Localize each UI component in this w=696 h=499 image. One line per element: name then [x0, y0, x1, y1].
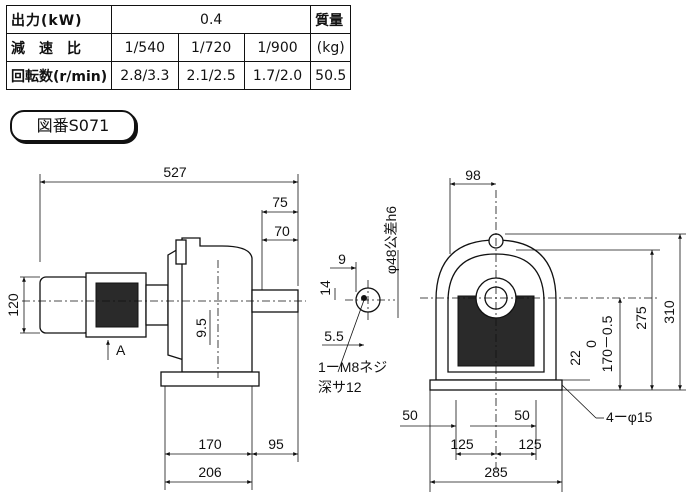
- mount-holes-note: 4ーφ15: [606, 409, 653, 425]
- dim-center-tolerance: 0: [583, 340, 599, 348]
- dim-shaft-extension: 75: [272, 194, 288, 210]
- spec-table: 出力(kW) 0.4 質量 減速比 1/540 1/720 1/900 (kg)…: [5, 5, 352, 90]
- side-view: 527 75 70 120 9.5 A 170 95 206: [5, 164, 306, 490]
- dim-base-length-total: 206: [198, 464, 222, 480]
- output-label: 出力(kW): [5, 5, 113, 34]
- motor-terminal-box: [95, 282, 139, 328]
- rpm-label: 回転数(r/min): [5, 61, 113, 90]
- dim-base-to-shaft-end: 95: [268, 436, 284, 452]
- dim-pitch-left: 125: [450, 436, 474, 452]
- dim-foot-height: 9.5: [193, 318, 209, 338]
- ratio-label: 減速比: [5, 33, 113, 62]
- dim-motor-height: 120: [5, 293, 21, 317]
- rpm-3: 1.7/2.0: [243, 61, 312, 90]
- drawing-number-badge: 図番S071: [10, 110, 136, 142]
- tap-note-line1: 1ーM8ネジ: [318, 359, 387, 375]
- tap-note-line2: 深サ12: [318, 379, 362, 395]
- dim-shaft-center-height: 275: [633, 306, 649, 330]
- lifting-lug-side: [175, 239, 187, 265]
- dim-mount-right: 50: [514, 407, 530, 423]
- rpm-1: 2.8/3.3: [111, 61, 179, 90]
- shaft-detail: 9 14 φ48公差h6 5.5 1ーM8ネジ 深サ12: [317, 206, 399, 395]
- dim-shaft-diameter: φ48公差h6: [383, 206, 399, 274]
- motor-end-cap: [39, 276, 91, 334]
- dim-base-length: 170: [198, 436, 222, 452]
- mass-value: 50.5: [310, 61, 352, 90]
- dim-base-width: 285: [484, 464, 508, 480]
- ratio-3: 1/900: [243, 33, 312, 62]
- dim-top-width: 98: [465, 167, 481, 183]
- dim-tap-offset: 5.5: [324, 328, 344, 344]
- dim-center-tolerance-value: 170－0.5: [599, 315, 615, 372]
- dim-overall-height: 310: [661, 300, 677, 324]
- tap-hole: [361, 295, 367, 301]
- view-arrow-label: A: [116, 342, 126, 358]
- ratio-1: 1/540: [111, 33, 179, 62]
- side-base: [160, 371, 260, 387]
- rpm-2: 2.1/2.5: [177, 61, 245, 90]
- front-view: 98 310 275 0 170－0.5 22 4ーφ15 50 50 125 …: [400, 167, 686, 492]
- dim-overall-length: 527: [163, 164, 187, 180]
- motor-flange: [145, 284, 169, 326]
- mass-unit: (kg): [310, 33, 352, 62]
- dim-mount-left: 50: [402, 407, 418, 423]
- dim-key-depth: 14: [317, 280, 333, 296]
- dim-pitch-right: 125: [518, 436, 542, 452]
- dim-key-width: 9: [338, 251, 346, 267]
- dim-shaft-length: 70: [274, 223, 290, 239]
- output-value: 0.4: [111, 5, 312, 34]
- dim-foot-thickness: 22: [567, 350, 583, 366]
- gear-housing: [181, 237, 253, 373]
